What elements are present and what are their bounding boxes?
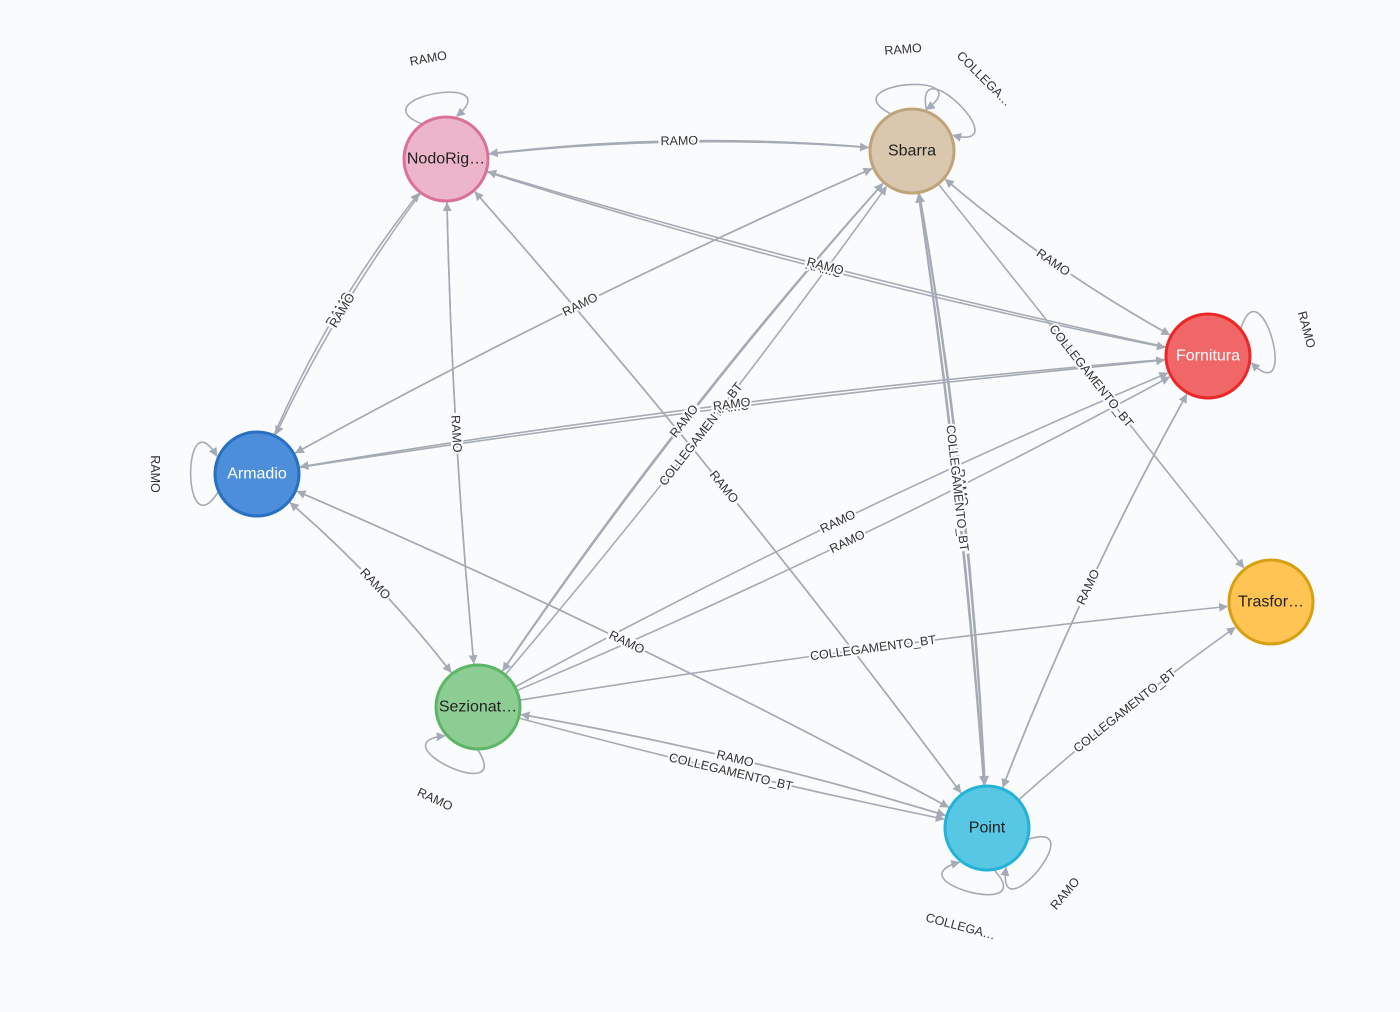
relationship-ramo-sbarra-to-armadio-10[interactable] <box>294 167 874 454</box>
node-trasfor[interactable]: Trasfor… <box>1227 558 1315 646</box>
node-armadio[interactable]: Armadio <box>213 430 301 518</box>
relationship-ramo-point-to-armadio-31-label: RAMO <box>607 628 647 657</box>
relationship-ramo-sezionat-to-nodorig-7-label: RAMO <box>448 415 464 454</box>
relationship-collega-point-to-point-44[interactable] <box>941 860 1005 896</box>
relationship-ramo-fornitura-to-fornitura-40[interactable] <box>1239 311 1276 374</box>
relationship-ramo-sbarra-to-nodorig-1[interactable] <box>488 139 871 158</box>
relationship-ramo-sezionat-to-armadio-29-label: RAMO <box>357 565 393 602</box>
relationship-collegamento-bt-point-to-trasfor-36-label: COLLEGAMENTO_BT <box>1071 665 1179 755</box>
relationship-collegamento-bt-sezionat-to-point-34[interactable] <box>518 717 945 822</box>
relationship-ramo-sbarra-to-point-16[interactable] <box>918 192 990 785</box>
relationship-collega-sbarra-to-sbarra-39[interactable] <box>924 88 976 142</box>
relationship-ramo-point-to-point-43-label: RAMO <box>1048 875 1083 913</box>
relationship-ramo-sezionat-to-fornitura-24[interactable] <box>516 376 1171 692</box>
relationship-ramo-nodorig-to-point-9-label: RAMO <box>707 468 742 506</box>
relationship-ramo-sbarra-to-sbarra-38[interactable] <box>875 83 940 116</box>
relationship-ramo-armadio-to-nodorig-4[interactable] <box>273 192 420 436</box>
node-nodorig[interactable]: NodoRig… <box>402 115 490 203</box>
relationship-ramo-sbarra-to-fornitura-20[interactable] <box>943 177 1171 336</box>
relationship-collegamento-bt-sezionat-to-sbarra-14[interactable] <box>504 185 887 676</box>
relationship-ramo-sbarra-to-sbarra-38-label: RAMO <box>884 41 923 58</box>
relationship-layer <box>189 83 1276 896</box>
relationship-ramo-nodorig-to-sbarra-0-label: RAMO <box>659 135 697 150</box>
relationship-collega-point-to-point-44-label: COLLEGA… <box>924 910 997 942</box>
relationship-ramo-fornitura-to-armadio-23-label: RAMO <box>712 395 751 414</box>
relationship-ramo-sezionat-to-nodorig-7[interactable] <box>442 202 475 666</box>
relationship-ramo-nodorig-to-sezionat-6-label: RAMO <box>448 414 464 453</box>
relationship-collega-sbarra-to-sbarra-39-label: COLLEGA… <box>954 49 1015 110</box>
relationship-ramo-sbarra-to-fornitura-20-label: RAMO <box>1034 246 1073 279</box>
node-circle-trasfor[interactable] <box>1227 558 1315 646</box>
relationship-ramo-armadio-to-armadio-41[interactable] <box>189 441 220 507</box>
relationship-ramo-sbarra-to-nodorig-1-label: RAMO <box>660 133 698 148</box>
relationship-ramo-sezionat-to-sezionat-42[interactable] <box>424 732 485 775</box>
relationship-ramo-armadio-to-armadio-41-label: RAMO <box>148 455 162 493</box>
relationship-ramo-armadio-to-fornitura-22[interactable] <box>298 356 1166 469</box>
relationship-ramo-nodorig-to-nodorig-37[interactable] <box>405 91 469 125</box>
node-sezionat[interactable]: Sezionat… <box>434 663 522 751</box>
relationship-collegamento-bt-sbarra-to-trasfor-21[interactable] <box>937 183 1245 569</box>
relationship-collegamento-bt-sezionat-to-trasfor-35[interactable] <box>519 602 1229 701</box>
relationship-ramo-sezionat-to-armadio-29[interactable] <box>289 502 453 675</box>
relationship-ramo-fornitura-to-point-27[interactable] <box>1001 392 1189 788</box>
relationship-collegamento-bt-point-to-trasfor-36[interactable] <box>1017 626 1236 801</box>
node-circle-sezionat[interactable] <box>434 663 522 751</box>
relationship-ramo-point-to-armadio-31[interactable] <box>296 490 951 809</box>
relationship-ramo-nodorig-to-nodorig-37-label: RAMO <box>409 48 449 68</box>
relationship-ramo-nodorig-to-fornitura-2[interactable] <box>485 171 1166 351</box>
node-fornitura[interactable]: Fornitura <box>1164 312 1252 400</box>
node-point[interactable]: Point <box>943 784 1031 872</box>
relationship-ramo-point-to-point-43[interactable] <box>1000 836 1052 890</box>
relationship-collegamento-bt-sezionat-to-trasfor-35-label: COLLEGAMENTO_BT <box>809 633 937 663</box>
relationship-ramo-sezionat-to-sezionat-42-label: RAMO <box>415 785 455 814</box>
relationship-ramo-armadio-to-fornitura-22-label: RAMO <box>712 398 751 417</box>
relationship-ramo-sezionat-to-sbarra-13[interactable] <box>500 183 884 673</box>
relationship-ramo-fornitura-to-armadio-23[interactable] <box>299 358 1167 470</box>
relationship-ramo-fornitura-to-point-27-label: RAMO <box>1074 567 1103 607</box>
relationship-label-layer: RAMO RAMO RAMO RAMO RAMO RAMO RAMO RAMO RAMO RAMO… <box>146 39 1320 945</box>
node-circle-point[interactable] <box>943 784 1031 872</box>
node-circle-sbarra[interactable] <box>868 107 956 195</box>
relationship-ramo-point-to-sbarra-15-label: RAMO <box>952 469 970 508</box>
relationship-ramo-nodorig-to-point-9[interactable] <box>473 189 962 794</box>
relationship-ramo-nodorig-to-armadio-5[interactable] <box>275 192 422 436</box>
relationship-ramo-armadio-to-sbarra-11-label: RAMO <box>560 290 600 319</box>
node-circle-nodorig[interactable] <box>402 115 490 203</box>
node-circle-fornitura[interactable] <box>1164 312 1252 400</box>
relationship-ramo-sbarra-to-point-16-label: RAMO <box>953 468 971 507</box>
relationship-ramo-fornitura-to-fornitura-40-label: RAMO <box>1295 310 1318 350</box>
relationship-ramo-fornitura-to-nodorig-3[interactable] <box>487 169 1168 348</box>
relationship-ramo-armadio-to-sbarra-11[interactable] <box>293 167 873 455</box>
node-circle-armadio[interactable] <box>213 430 301 518</box>
relationship-ramo-point-to-sezionat-33[interactable] <box>520 711 948 817</box>
node-sbarra[interactable]: Sbarra <box>868 107 956 195</box>
relationship-ramo-sezionat-to-fornitura-25[interactable] <box>514 372 1169 688</box>
